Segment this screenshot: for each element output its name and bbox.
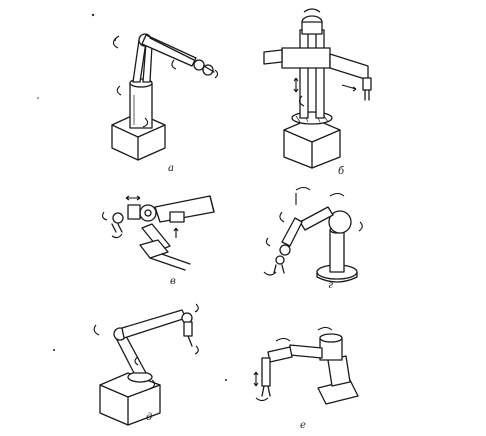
panel-a-label: а [168,163,174,174]
panel-v-label: в [170,276,176,287]
panel-a-drawing [111,33,219,161]
panel-b-drawing [263,8,372,169]
panel-g-drawing [263,186,363,283]
panel-d-drawing [93,303,199,426]
panel-v-drawing [102,195,215,271]
panel-b-label: б [338,166,345,177]
panel-d-label: д [146,412,152,423]
panel-e-label: е [300,420,306,431]
panel-g-label: г [328,280,333,291]
panel-e-drawing [253,326,359,405]
